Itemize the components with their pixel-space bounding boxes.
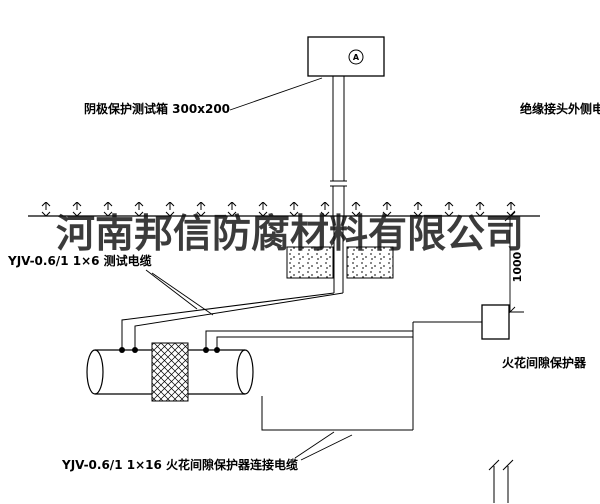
insulated-joint-cable-label: 绝缘接头外侧电缆	[520, 102, 600, 116]
ground-hatching	[32, 202, 536, 216]
ammeter-letter: A	[353, 53, 360, 62]
spark-gap-cable-label: YJV-0.6/1 1×16 火花间隙保护器连接电缆	[62, 458, 298, 472]
test-box-leader-line	[229, 77, 323, 111]
spark-gap-protector-label: 火花间隙保护器	[502, 356, 587, 370]
concrete-blocks	[286, 246, 394, 279]
conduit-riser	[330, 76, 347, 293]
test-cables	[121, 292, 344, 350]
spark-gap-cables	[205, 321, 482, 431]
pipe-riser-symbol	[488, 459, 514, 503]
cathodic-test-box	[307, 36, 385, 77]
pipe-coupling	[151, 342, 189, 402]
dimension-text: 1000	[511, 251, 524, 282]
ammeter-symbol	[348, 49, 364, 65]
company-watermark: 河南邦信防腐材料有限公司	[56, 211, 525, 257]
test-cable-leaders	[145, 269, 214, 316]
test-box-label: 阴极保护测试箱 300x200	[84, 102, 231, 116]
spark-cable-leaders	[294, 431, 353, 461]
test-cable-label: YJV-0.6/1 1×6 测试电缆	[8, 254, 152, 268]
spark-gap-protector-box	[481, 304, 510, 340]
